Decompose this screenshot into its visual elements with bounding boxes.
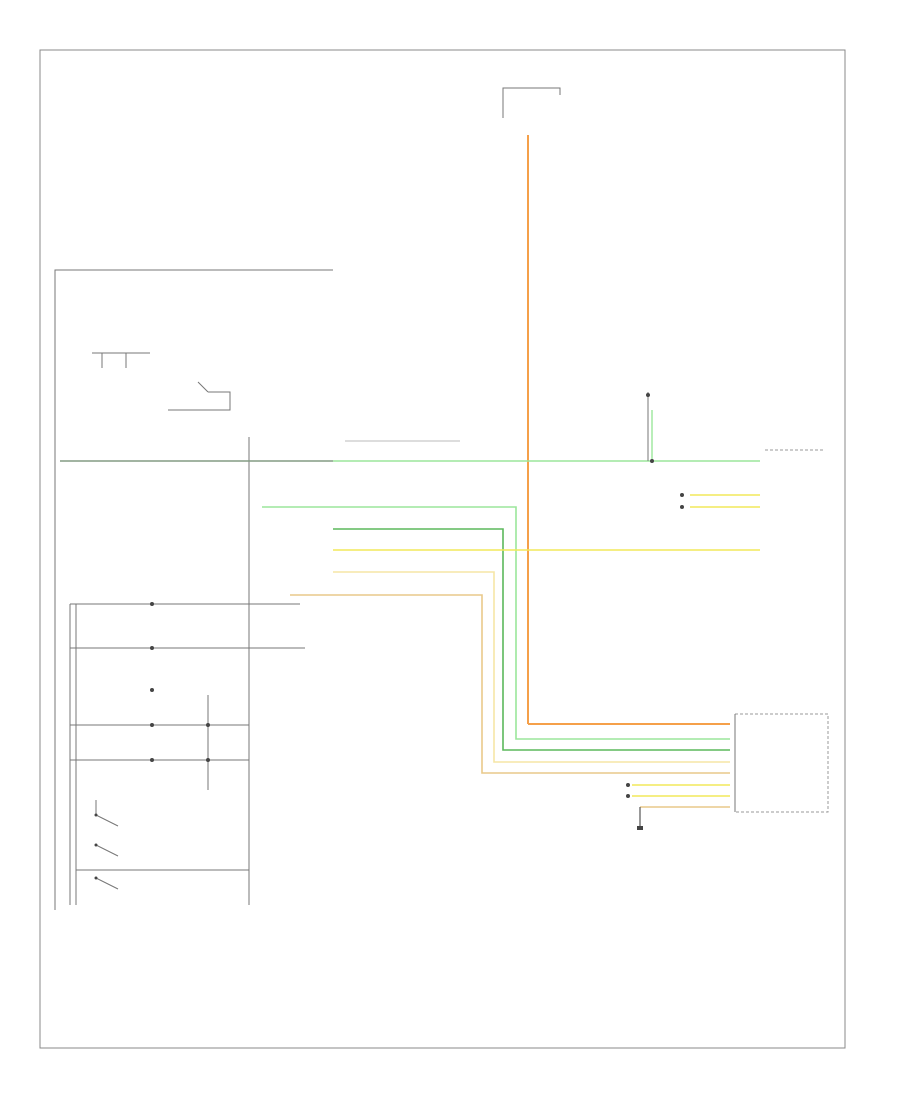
switch-3-icon (95, 877, 119, 890)
right-module (734, 713, 829, 813)
junction-3 (150, 688, 154, 692)
junction-5 (206, 723, 210, 727)
wire-yellow-pale (333, 571, 730, 763)
left-module (54, 269, 333, 910)
right-stub-dot-1 (680, 493, 684, 497)
switch-1-icon (95, 800, 119, 827)
junction-7 (206, 758, 210, 762)
splice-node (646, 393, 650, 397)
bottom-dot-1 (626, 783, 630, 787)
ground-symbol (637, 826, 643, 830)
wire-green-1 (262, 506, 730, 740)
wire-green-2 (333, 528, 730, 751)
junction-6 (150, 758, 154, 762)
bottom-dot-2 (626, 794, 630, 798)
wire-tan (290, 594, 730, 774)
right-stub-dot-2 (680, 505, 684, 509)
junction-1 (150, 602, 154, 606)
switch-2-icon (95, 844, 119, 857)
switch-3-dot (94, 876, 98, 880)
switch-2-dot (94, 843, 98, 847)
junction-2 (150, 646, 154, 650)
diagram-frame (39, 49, 846, 1049)
splice-node-lower (650, 459, 654, 463)
top-fuse-block (502, 87, 561, 118)
junction-4 (150, 723, 154, 727)
switch-1-dot (94, 813, 98, 817)
mid-splice (646, 392, 654, 463)
right-connectors (680, 449, 825, 509)
